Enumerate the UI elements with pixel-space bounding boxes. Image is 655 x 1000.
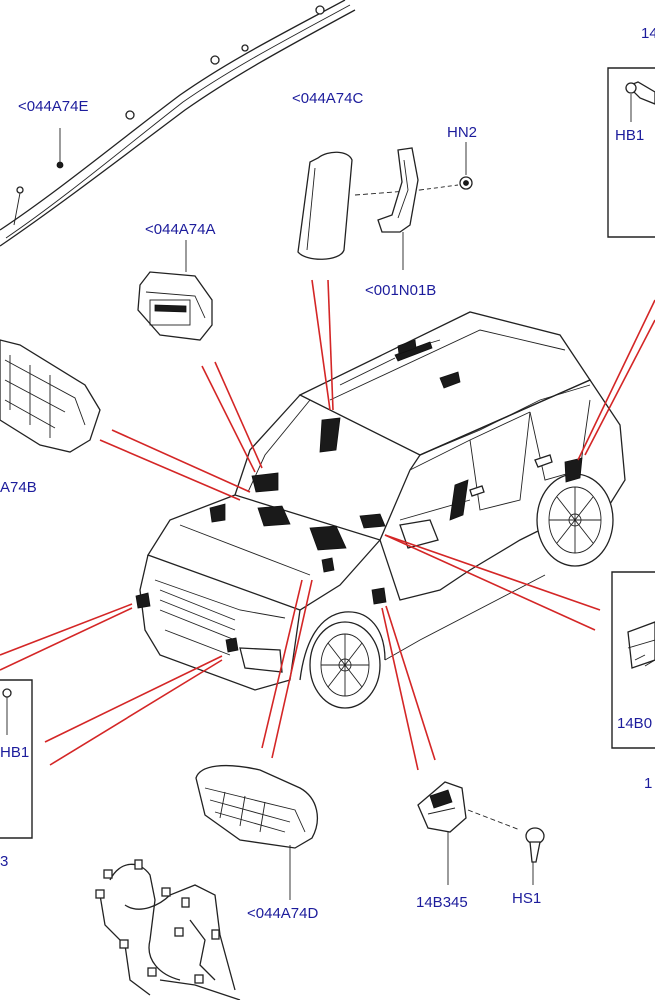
nut-part: [419, 142, 473, 191]
bolt-part: [525, 827, 545, 885]
label-14-top: 14: [641, 25, 655, 42]
knee-airbag-part: [195, 764, 318, 900]
label-14B345: 14B345: [416, 894, 468, 911]
label-001N01B: <001N01B: [365, 282, 436, 299]
driver-airbag-part: [137, 240, 213, 341]
top-right-detail-box: [607, 67, 655, 238]
label-HN2: HN2: [447, 124, 477, 141]
label-3-left: 3: [0, 853, 8, 870]
label-1-right: 1: [644, 775, 652, 792]
label-044A74A: <044A74A: [145, 221, 215, 238]
label-14B0: 14B0: [617, 715, 652, 732]
wiring-harness-part: [95, 859, 241, 1000]
label-HS1: HS1: [512, 890, 541, 907]
seat-airbag-part: [297, 151, 421, 260]
label-044A74D: <044A74D: [247, 905, 318, 922]
curtain-airbag-part: [0, 0, 356, 247]
label-HB1-top: HB1: [615, 127, 644, 144]
bracket-part: [377, 147, 419, 270]
label-044A74E: <044A74E: [18, 98, 88, 115]
left-detail-box: [0, 679, 33, 839]
label-A74B: A74B: [0, 479, 37, 496]
sensor-part: [417, 781, 521, 885]
leader-lines: [0, 279, 655, 771]
label-044A74C: <044A74C: [292, 90, 363, 107]
label-HB1-left: HB1: [0, 744, 29, 761]
passenger-airbag-part: [0, 339, 101, 453]
right-detail-box: [611, 571, 655, 749]
vehicle-illustration: [135, 311, 626, 709]
